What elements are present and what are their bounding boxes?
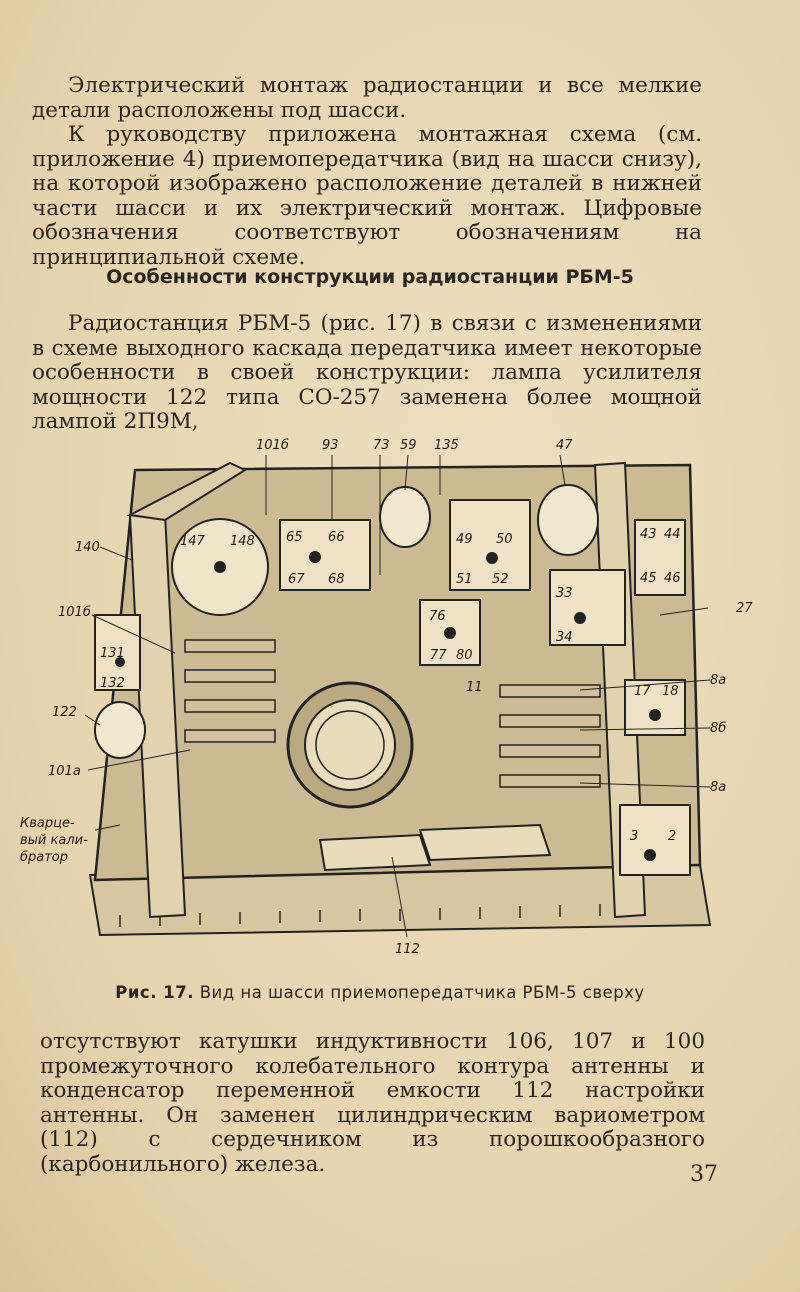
- paragraph-4: отсутствуют катушки индуктивности 106, 1…: [40, 1029, 705, 1177]
- label-crystal-calibrator-2: вый кали-: [20, 833, 88, 848]
- part-label-65: 65: [286, 530, 303, 545]
- tube-122: [94, 701, 146, 759]
- tube-59: [379, 486, 431, 548]
- paragraph-2: К руководству приложена монтажная схема …: [32, 122, 702, 270]
- part-label-76: 76: [429, 609, 446, 624]
- label-73: 73: [373, 438, 390, 453]
- section-heading: Особенности конструкции радиостанции РБМ…: [106, 266, 634, 288]
- block-33-34: [549, 569, 626, 646]
- part-label-51: 51: [456, 572, 473, 587]
- label-8a-upper: 8а: [710, 673, 726, 688]
- part-label-3: 3: [630, 829, 638, 844]
- label-101a: 101а: [48, 764, 81, 779]
- label-101b-left: 101б: [58, 605, 91, 620]
- chassis-illustration: 101б 93 73 59 135 47 140 101б 122 101а К…: [20, 438, 753, 957]
- part-label-50: 50: [496, 532, 513, 547]
- page-number: 37: [690, 1162, 718, 1187]
- part-label-17: 17: [634, 684, 651, 699]
- part-label-67: 67: [288, 572, 305, 587]
- part-label-80: 80: [456, 648, 473, 663]
- caption-label: Рис. 17.: [115, 983, 194, 1002]
- label-140: 140: [75, 540, 100, 555]
- paragraph-1: Электрический монтаж радиостанции и все …: [32, 73, 702, 123]
- part-label-77: 77: [430, 648, 447, 663]
- block-131-132: [94, 614, 141, 691]
- part-label-44: 44: [664, 527, 681, 542]
- label-112: 112: [395, 942, 420, 957]
- block-65-68: [279, 519, 371, 591]
- label-8b: 8б: [710, 721, 726, 736]
- part-label-131: 131: [100, 646, 125, 661]
- leader-lines: [84, 454, 711, 938]
- figure-chassis-drawing: 101б 93 73 59 135 47 140 101б 122 101а К…: [20, 425, 780, 965]
- label-122: 122: [52, 705, 77, 720]
- part-label-68: 68: [328, 572, 345, 587]
- intro-paragraphs: Электрический монтаж радиостанции и все …: [32, 73, 702, 270]
- block-49-52: [449, 499, 531, 591]
- label-crystal-calibrator-1: Кварце-: [20, 816, 75, 831]
- part-label-148: 148: [230, 534, 255, 549]
- part-label-45: 45: [640, 571, 657, 586]
- block-17-18: [624, 679, 686, 736]
- part-label-2: 2: [668, 829, 676, 844]
- part-label-49: 49: [456, 532, 473, 547]
- paragraph-4-block: отсутствуют катушки индуктивности 106, 1…: [40, 1029, 705, 1177]
- part-label-18: 18: [662, 684, 679, 699]
- switch-wafers: [184, 639, 601, 788]
- paragraph-3-block: Радиостанция РБМ-5 (рис. 17) в связи с и…: [32, 311, 702, 435]
- paragraph-3: Радиостанция РБМ-5 (рис. 17) в связи с и…: [32, 311, 702, 434]
- label-59: 59: [400, 438, 417, 453]
- tube-47: [537, 484, 599, 556]
- part-label-11: 11: [466, 680, 483, 695]
- label-47: 47: [556, 438, 573, 453]
- label-8a-lower: 8а: [710, 780, 726, 795]
- part-label-52: 52: [492, 572, 509, 587]
- figure-caption: Рис. 17. Вид на шасси приемопередатчика …: [0, 983, 760, 1002]
- part-label-132: 132: [100, 676, 125, 691]
- label-101b-top: 101б: [256, 438, 289, 453]
- part-label-46: 46: [664, 571, 681, 586]
- caption-text: Вид на шасси приемопередатчика РБМ-5 све…: [199, 983, 645, 1002]
- label-135: 135: [434, 438, 459, 453]
- part-label-147: 147: [180, 534, 206, 549]
- block-43-46: [634, 519, 686, 596]
- part-label-66: 66: [328, 530, 345, 545]
- part-label-33: 33: [556, 586, 573, 601]
- block-3-2: [619, 804, 691, 876]
- label-93: 93: [322, 438, 339, 453]
- part-label-34: 34: [556, 630, 573, 645]
- label-27: 27: [736, 601, 753, 616]
- part-label-43: 43: [640, 527, 657, 542]
- label-crystal-calibrator-3: братор: [20, 850, 68, 865]
